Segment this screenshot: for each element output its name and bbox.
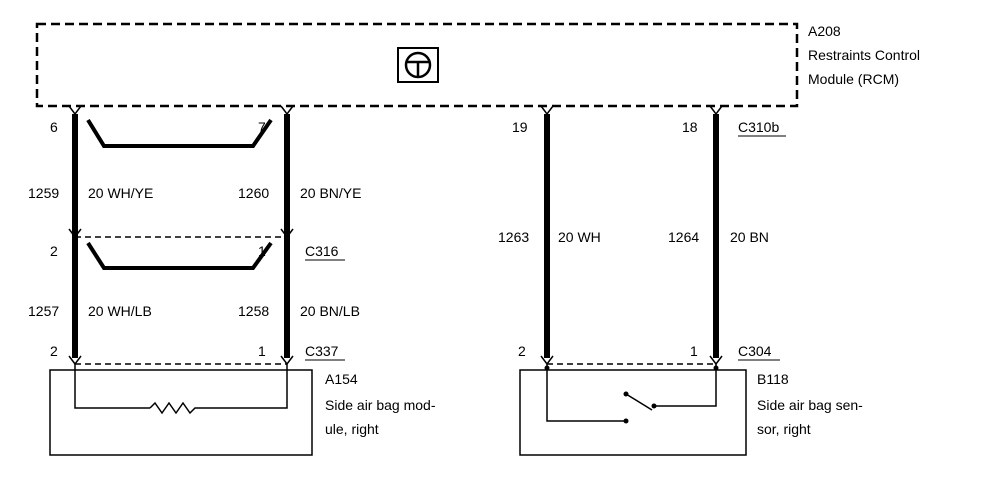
c310b-label: C310b — [738, 119, 779, 135]
rcm-pin-7: 7 — [258, 119, 266, 135]
c304-pin-1: 1 — [690, 343, 698, 359]
a154-name-line2: ule, right — [325, 421, 379, 437]
c316-pin-2-chevron — [68, 228, 82, 239]
c337-label: C337 — [305, 343, 339, 359]
rcm-name-line2: Module (RCM) — [808, 71, 899, 87]
circuit-1257: 1257 — [28, 303, 59, 319]
c316-pin-1-chevron — [280, 228, 294, 239]
c316-shorting-bar — [86, 241, 273, 270]
circuit-1258: 1258 — [238, 303, 269, 319]
c310b-pin-18: 18 — [682, 119, 698, 135]
circuit-1260: 1260 — [238, 185, 269, 201]
c316-label: C316 — [305, 243, 339, 259]
rcm-pin-7-chevron — [280, 105, 294, 116]
b118-name-line2: sor, right — [757, 421, 811, 437]
steering-wheel-icon — [397, 47, 439, 83]
c310b-pin-19-chevron — [540, 105, 554, 116]
wire-label-20-wh-lb: 20 WH/LB — [88, 303, 152, 319]
wire-label-20-bn-ye: 20 BN/YE — [300, 185, 361, 201]
switch-icon — [544, 364, 719, 424]
wire-label-20-wh-ye: 20 WH/YE — [88, 185, 153, 201]
circuit-1263: 1263 — [498, 229, 529, 245]
rcm-id: A208 — [808, 23, 841, 39]
wire-label-20-bn-lb: 20 BN/LB — [300, 303, 360, 319]
wire-label-20-bn: 20 BN — [730, 229, 769, 245]
circuit-1264: 1264 — [668, 229, 699, 245]
a154-internal-wiring — [74, 364, 288, 409]
c310b-pin-19: 19 — [512, 119, 528, 135]
b118-name-line1: Side air bag sen- — [757, 397, 863, 413]
resistor-icon — [149, 401, 200, 415]
a154-name-line1: Side air bag mod- — [325, 397, 436, 413]
wire-label-20-wh: 20 WH — [558, 229, 601, 245]
a154-id: A154 — [325, 371, 358, 387]
c337-pin-1: 1 — [258, 343, 266, 359]
rcm-shorting-bar — [86, 118, 273, 148]
b118-id: B118 — [757, 371, 789, 387]
rcm-module-box — [35, 22, 799, 108]
c304-label: C304 — [738, 343, 772, 359]
circuit-1259: 1259 — [28, 185, 59, 201]
c316-pin-2: 2 — [50, 243, 58, 259]
rcm-pin-6-chevron — [68, 105, 82, 116]
a154-module-box — [49, 369, 313, 456]
c337-pin-2: 2 — [50, 343, 58, 359]
rcm-name-line1: Restraints Control — [808, 47, 920, 63]
c316-pin-1: 1 — [258, 243, 266, 259]
b118-sensor-box — [519, 369, 747, 456]
c310b-pin-18-chevron — [709, 105, 723, 116]
rcm-pin-6: 6 — [50, 119, 58, 135]
c304-pin-2: 2 — [518, 343, 526, 359]
